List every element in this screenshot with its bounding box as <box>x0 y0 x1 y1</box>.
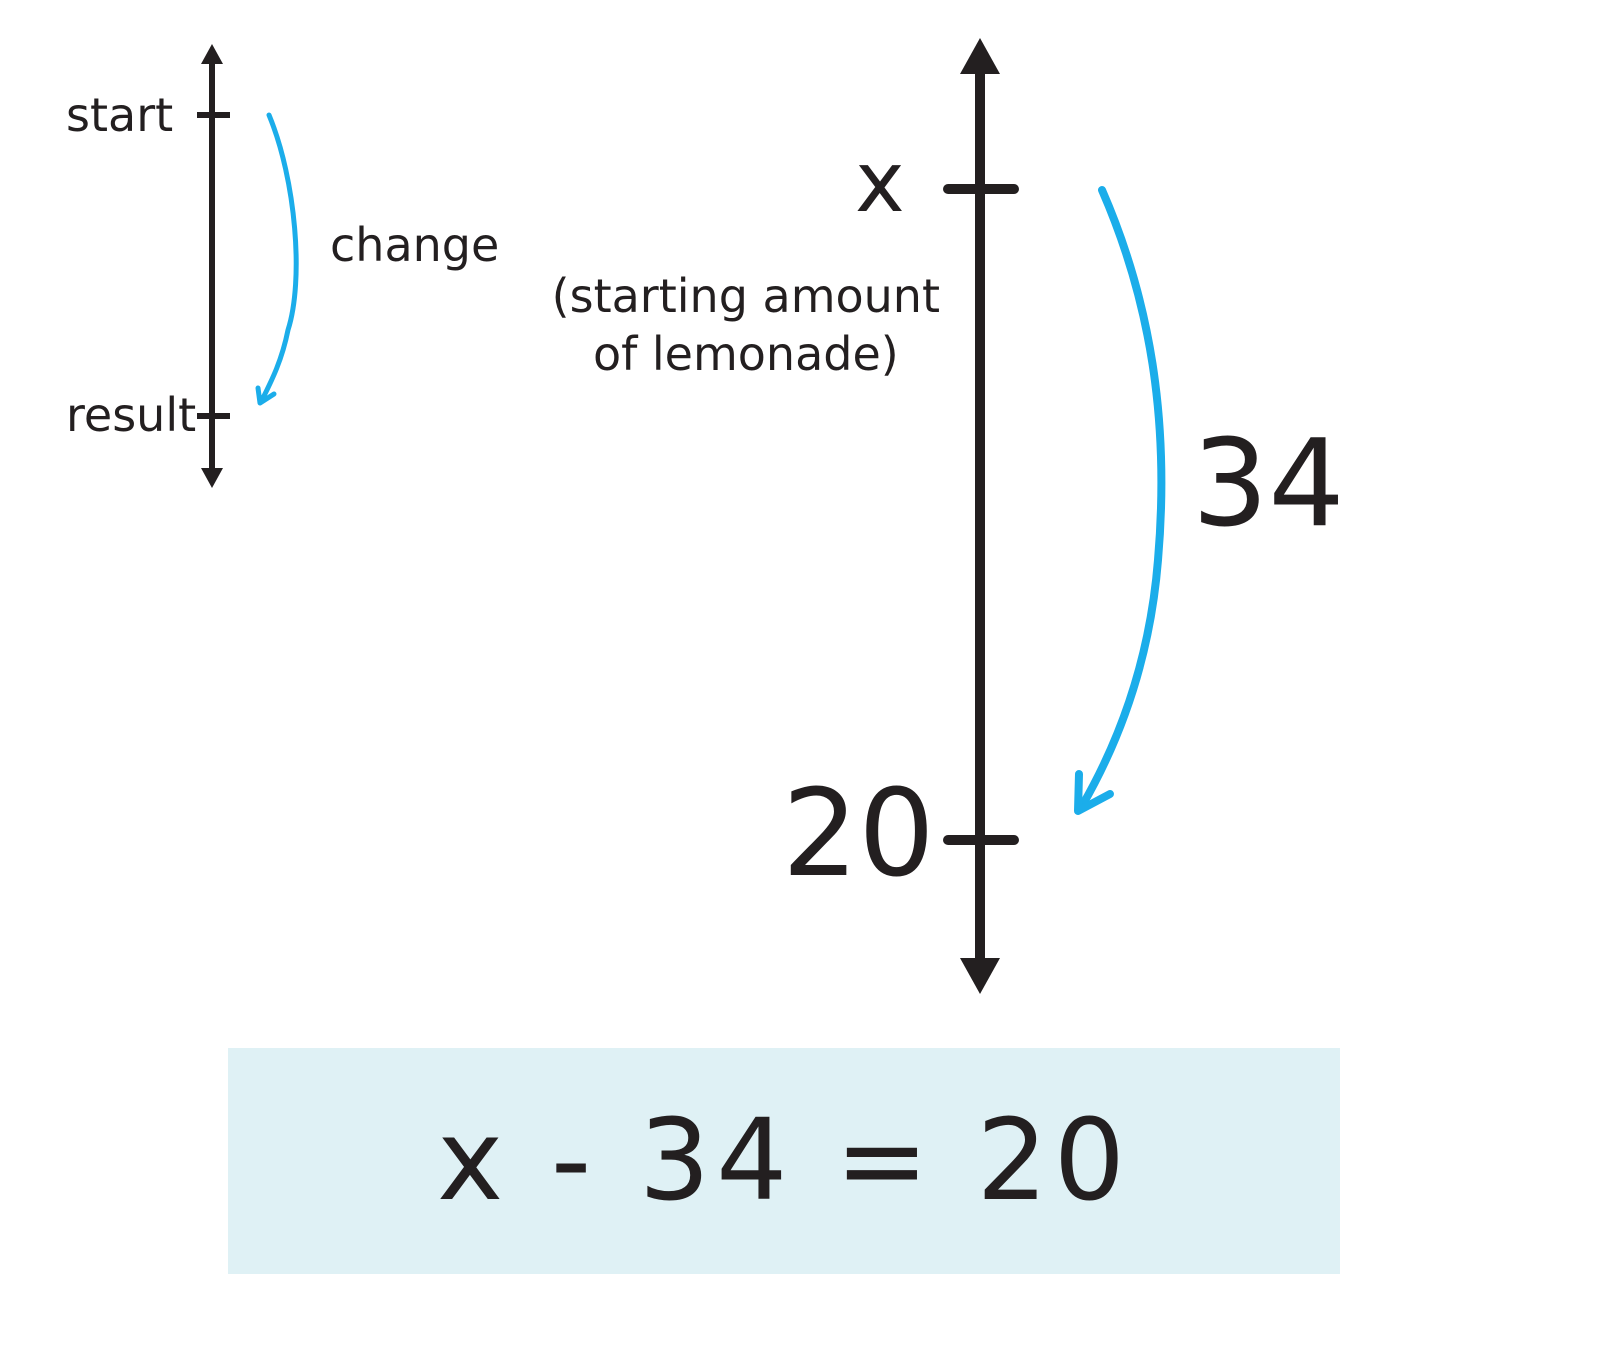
key-result-label: result <box>66 388 197 442</box>
main-start-description-line1: (starting amount <box>551 269 940 323</box>
key-axis-arrow-up <box>201 44 223 64</box>
key-change-arrowhead <box>255 385 277 406</box>
main-result-label: 20 <box>782 765 935 904</box>
key-change-arrow <box>259 112 299 403</box>
main-start-label: x <box>855 133 905 231</box>
main-change-arrowhead <box>1074 770 1114 815</box>
main-number-line <box>943 38 1166 994</box>
main-axis-arrow-down <box>960 958 1000 994</box>
key-axis-arrow-down <box>201 468 223 488</box>
key-change-label: change <box>330 218 500 272</box>
key-number-line <box>197 44 299 488</box>
key-start-label: start <box>66 88 174 142</box>
main-start-description-line2: of lemonade) <box>592 326 899 381</box>
main-change-arrow <box>1078 186 1166 810</box>
equation-box: x - 34 = 20 <box>228 1048 1340 1274</box>
equation-text: x - 34 = 20 <box>437 1096 1131 1226</box>
main-change-label: 34 <box>1192 415 1345 554</box>
main-start-description: (starting amount of lemonade) <box>552 268 940 383</box>
main-axis-arrow-up <box>960 38 1000 74</box>
